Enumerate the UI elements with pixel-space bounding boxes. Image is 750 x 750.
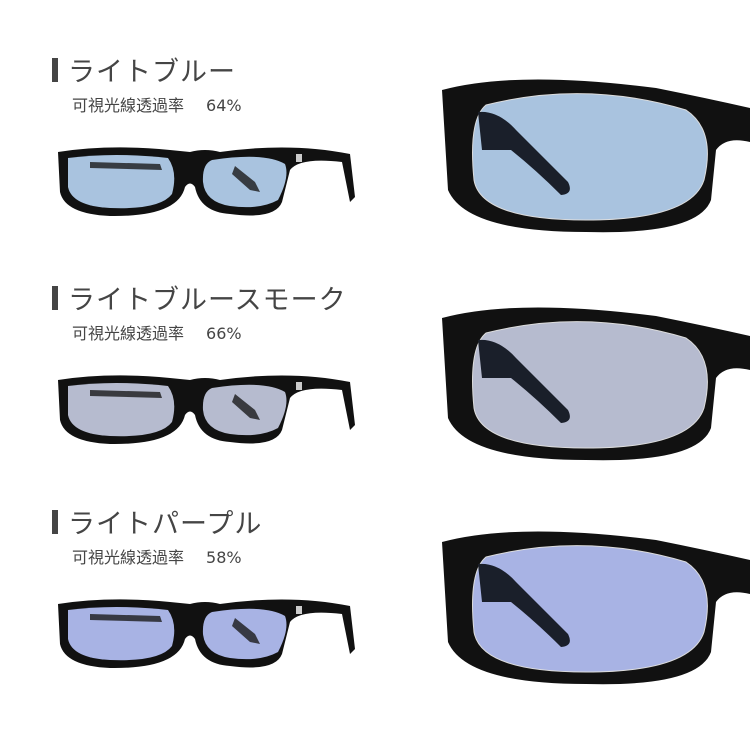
glasses-front-image [58,599,355,669]
lens-color-section-light-purple: ライトパープル 可視光線透過率 58% [0,502,750,732]
glasses-front-image [58,375,355,445]
transmittance-label: 可視光線透過率 [72,96,185,115]
title-bar-marker [52,285,58,310]
transmittance-value: 58% [206,548,242,567]
transmittance-label: 可視光線透過率 [72,548,185,567]
title-bar-marker [52,57,58,82]
glasses-front-image [58,147,355,217]
title-bar-marker [52,509,58,534]
lens-closeup-image [442,307,750,461]
transmittance-value: 66% [206,324,242,343]
transmittance-value: 64% [206,96,242,115]
lens-closeup-image [442,531,750,685]
transmittance-label: 可視光線透過率 [72,324,185,343]
color-name: ライトブルースモーク [68,285,347,316]
lens-color-section-light-blue: ライトブルー 可視光線透過率 64% [0,50,750,280]
lens-color-section-light-blue-smoke: ライトブルースモーク 可視光線透過率 66% [0,278,750,508]
color-name: ライトパープル [68,509,263,540]
lens-closeup-image [442,79,750,233]
color-name: ライトブルー [68,57,236,88]
